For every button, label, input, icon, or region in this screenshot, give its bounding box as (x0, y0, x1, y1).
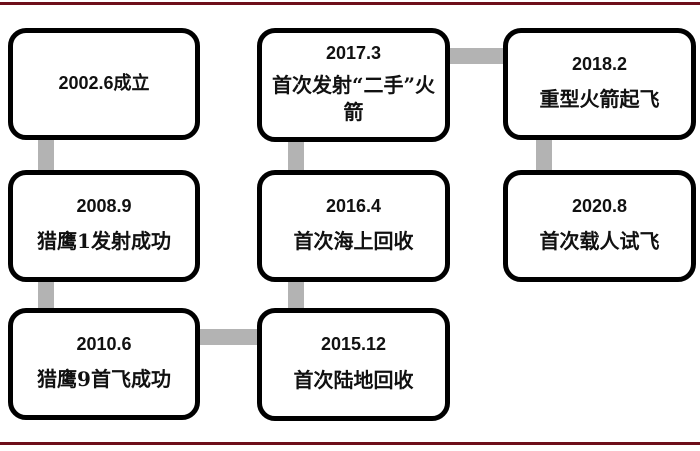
connector-2002-to-2008 (38, 135, 54, 175)
top-divider-rule (0, 2, 700, 5)
bottom-divider-rule (0, 442, 700, 445)
milestone-box-2018-heavy-rocket-liftoff: 2018.2 重型火箭起飞 (503, 28, 696, 140)
connector-2017-to-2018 (445, 48, 508, 64)
milestone-box-2002-founded: 2002.6成立 (8, 28, 200, 140)
connector-2010-to-2015 (195, 329, 262, 345)
milestone-date: 2016.4 (325, 195, 382, 216)
milestone-date: 2008.9 (76, 195, 132, 216)
connector-2018-to-2020 (536, 135, 552, 175)
connector-2016-to-2017 (288, 135, 304, 175)
milestone-date: 2017.3 (325, 43, 382, 64)
milestone-date: 2002.6成立 (58, 73, 150, 94)
milestone-date: 2010.6 (76, 333, 132, 354)
milestone-desc: 首次海上回收 (293, 229, 414, 254)
milestone-desc: 首次载人试飞 (539, 229, 660, 254)
milestone-box-2015-first-land-landing: 2015.12 首次陆地回收 (257, 308, 450, 421)
milestone-box-2008-falcon1-launch: 2008.9 猎鹰1发射成功 (8, 170, 200, 282)
milestone-date: 2018.2 (571, 53, 628, 74)
milestone-desc: 首次发射“二手”火箭 (271, 72, 435, 124)
milestone-date: 2020.8 (571, 195, 628, 216)
milestone-desc: 重型火箭起飞 (539, 87, 660, 112)
milestone-box-2010-falcon9-first-flight: 2010.6 猎鹰9首飞成功 (8, 308, 200, 420)
milestone-box-2020-first-crewed-flight: 2020.8 首次载人试飞 (503, 170, 696, 282)
milestone-box-2017-reused-rocket-launch: 2017.3 首次发射“二手”火箭 (257, 28, 450, 142)
milestone-desc: 首次陆地回收 (293, 367, 414, 392)
connector-2008-to-2010 (38, 277, 54, 315)
milestone-desc: 猎鹰1发射成功 (37, 229, 171, 254)
milestone-date: 2015.12 (320, 334, 387, 355)
connector-2015-to-2016 (288, 277, 304, 315)
milestone-desc: 猎鹰9首飞成功 (37, 367, 171, 392)
milestone-box-2016-first-sea-landing: 2016.4 首次海上回收 (257, 170, 450, 282)
